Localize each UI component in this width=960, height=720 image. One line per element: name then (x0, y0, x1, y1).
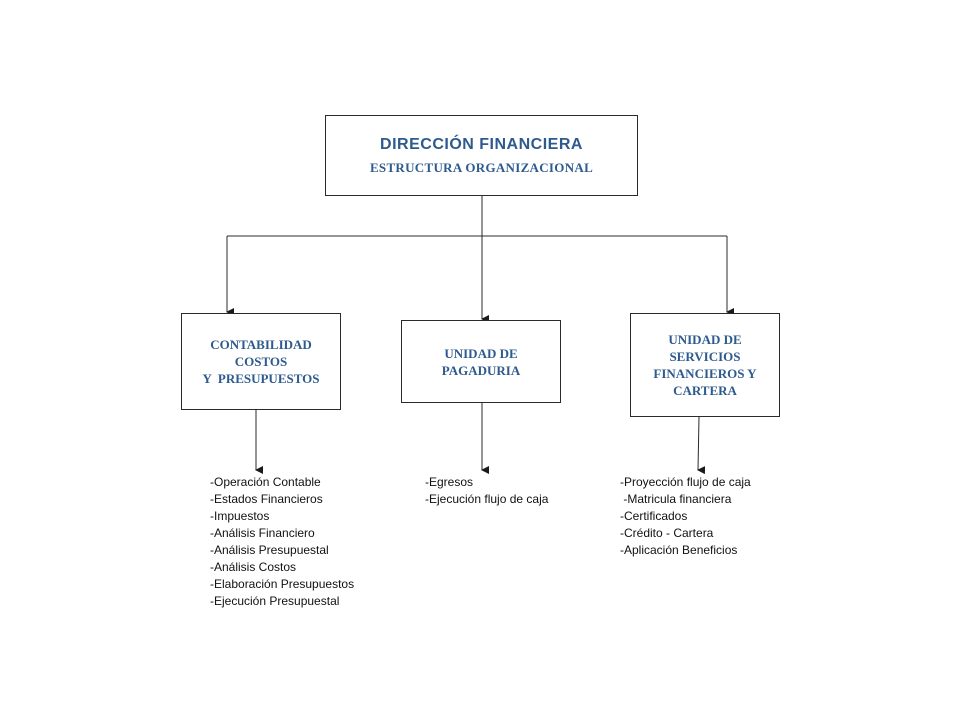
task-item: -Aplicación Beneficios (620, 543, 738, 557)
task-list-contabilidad: -Operación Contable -Estados Financieros… (210, 474, 354, 610)
task-item: -Operación Contable (210, 475, 321, 489)
task-item: -Elaboración Presupuestos (210, 577, 355, 591)
task-item: -Estados Financieros (210, 492, 323, 506)
task-item: -Ejecución Presupuestal (210, 594, 340, 608)
task-item: -Impuestos (210, 509, 270, 523)
unit-label-line: FINANCIEROS Y (653, 366, 757, 381)
task-item: -Proyección flujo de caja (620, 475, 751, 489)
unit-label-line: SERVICIOS (669, 349, 741, 364)
task-item: -Certificados (620, 509, 688, 523)
task-item: -Ejecución flujo de caja (425, 492, 549, 506)
unit-label-line: UNIDAD DE (444, 345, 518, 361)
unit-box-servicios: UNIDAD DE SERVICIOS FINANCIEROS Y CARTER… (630, 313, 780, 417)
unit-label-line: UNIDAD DE (668, 332, 742, 347)
task-item: -Análisis Financiero (210, 526, 315, 540)
unit-label-line: CARTERA (673, 383, 737, 398)
unit-label-line: COSTOS (234, 354, 288, 369)
task-list-pagaduria: -Egresos -Ejecución flujo de caja (425, 474, 548, 508)
task-item: -Análisis Presupuestal (210, 543, 329, 557)
unit-box-contabilidad: CONTABILIDAD COSTOS Y PRESUPUESTOS (181, 313, 341, 410)
unit-box-pagaduria: UNIDAD DE PAGADURIA (401, 320, 561, 403)
root-title: DIRECCIÓN FINANCIERA (380, 135, 583, 153)
unit-label-line: CONTABILIDAD (210, 337, 312, 352)
unit-label-line: PAGADURIA (441, 362, 521, 378)
task-item: -Crédito - Cartera (620, 526, 714, 540)
task-item: -Análisis Costos (210, 560, 297, 574)
root-box: DIRECCIÓN FINANCIERA ESTRUCTURA ORGANIZA… (325, 115, 638, 196)
task-list-servicios: -Proyección flujo de caja -Matricula fin… (620, 474, 751, 559)
root-subtitle: ESTRUCTURA ORGANIZACIONAL (369, 159, 594, 175)
task-item: -Egresos (425, 475, 474, 489)
unit-label-line: Y PRESUPUESTOS (202, 371, 320, 386)
task-item: -Matricula financiera (620, 492, 732, 506)
arrow-to-servicios-tasks (697, 416, 706, 475)
